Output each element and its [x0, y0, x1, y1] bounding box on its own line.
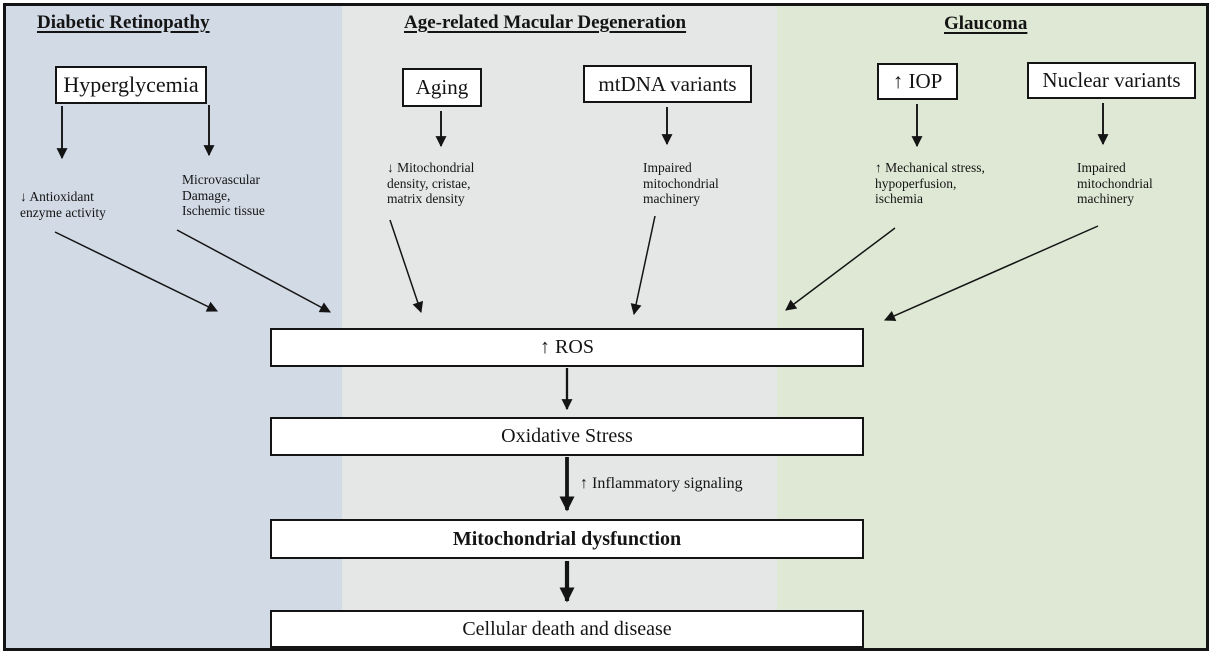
column-title-amd: Age-related Macular Degeneration: [404, 12, 687, 33]
box-mitochondrial-dysfunction: Mitochondrial dysfunction: [270, 519, 864, 559]
column-title-glaucoma: Glaucoma: [944, 13, 1028, 34]
box-mtdna-variants: mtDNA variants: [583, 65, 752, 103]
box-aging: Aging: [402, 68, 482, 107]
box-ros: ↑ ROS: [270, 328, 864, 367]
box-oxidative-stress: Oxidative Stress: [270, 417, 864, 456]
label-antioxidant-enzyme-activity: ↓ Antioxidant enzyme activity: [20, 189, 106, 220]
box-hyperglycemia: Hyperglycemia: [55, 66, 207, 104]
column-title-diabetic-retinopathy: Diabetic Retinopathy: [37, 12, 210, 33]
label-microvascular-damage: Microvascular Damage, Ischemic tissue: [182, 172, 265, 218]
label-impaired-machinery-glaucoma: Impaired mitochondrial machinery: [1077, 160, 1153, 206]
box-nuclear-variants: Nuclear variants: [1027, 62, 1196, 99]
box-iop: ↑ IOP: [877, 63, 958, 100]
label-mitochondrial-density: ↓ Mitochondrial density, cristae, matrix…: [387, 160, 475, 206]
label-inflammatory-signaling: ↑ Inflammatory signaling: [580, 475, 743, 492]
label-impaired-machinery-amd: Impaired mitochondrial machinery: [643, 160, 719, 206]
label-mechanical-stress: ↑ Mechanical stress, hypoperfusion, isch…: [875, 160, 985, 206]
box-cellular-death: Cellular death and disease: [270, 610, 864, 648]
